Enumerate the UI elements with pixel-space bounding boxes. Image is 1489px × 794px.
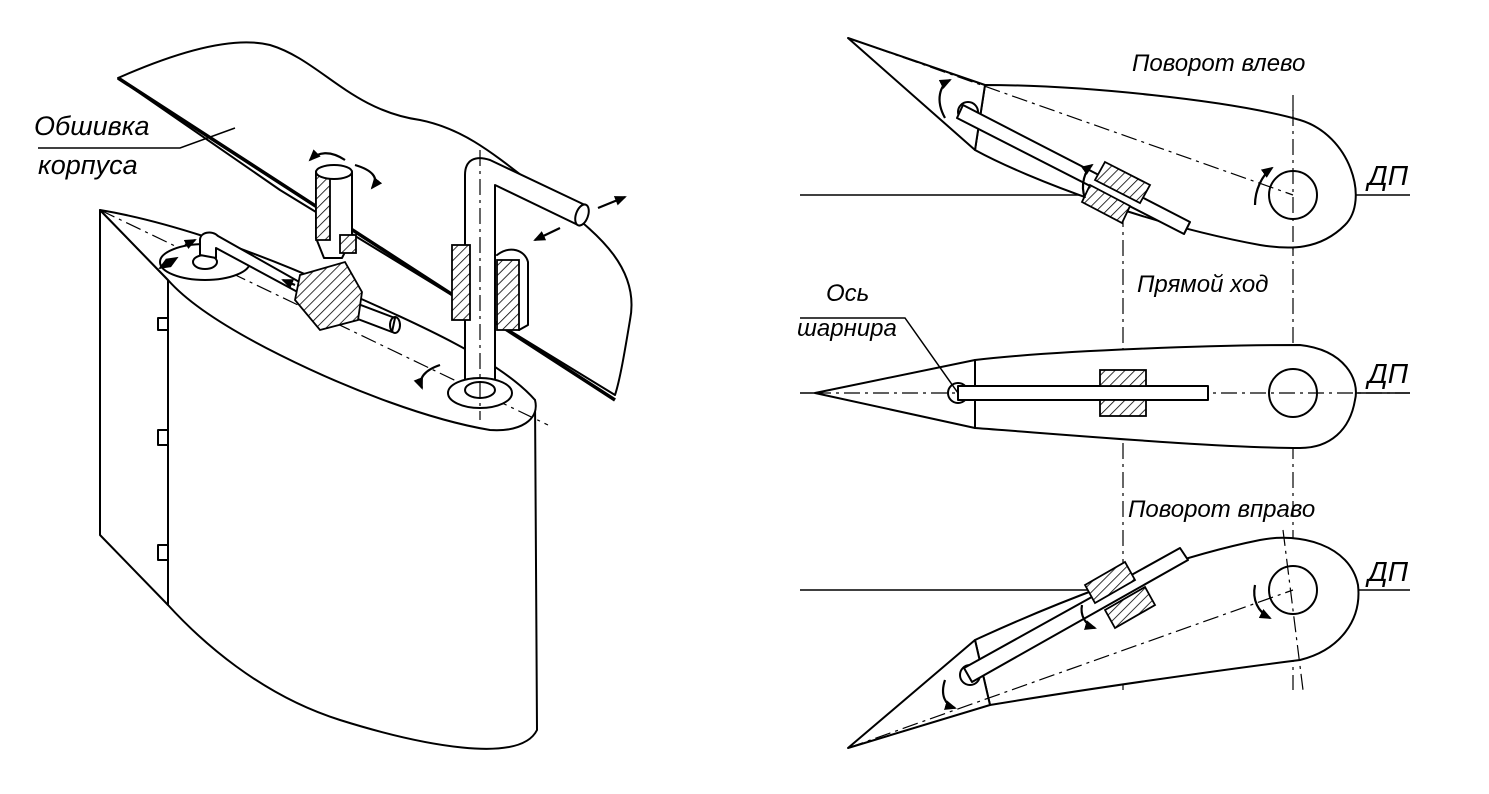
chord-line (847, 37, 1294, 196)
motion-arrow (597, 195, 627, 210)
hull-plating-edge (117, 76, 616, 402)
slider-block-top (1099, 369, 1147, 387)
guide-collar (339, 234, 357, 254)
rotation-arrow (1080, 163, 1094, 199)
hinge-axis-label-line2: шарнира (797, 315, 897, 342)
linkage-rod-end (389, 316, 401, 334)
rotation-arrow (1253, 584, 1272, 619)
rotation-arrow (1253, 166, 1274, 206)
rotation-arrow (1080, 604, 1097, 630)
isometric-rudder-view (38, 41, 633, 750)
stock-bearing-right (496, 259, 520, 331)
rotation-arrow (413, 363, 441, 390)
stock-bearing-housing (496, 248, 529, 331)
tiller-bar (957, 385, 1209, 401)
flap-outline (847, 639, 991, 749)
slider-block-bottom (1099, 399, 1147, 417)
motion-arrow (281, 278, 296, 289)
plan-turn-right (800, 529, 1410, 749)
hinge-notch (157, 544, 169, 561)
motion-arrow (533, 227, 561, 241)
slider-block-top (1083, 560, 1137, 605)
straight-ahead-label: Прямой ход (1137, 271, 1269, 298)
center-plane-label-middle: ДП (1368, 358, 1409, 389)
center-plane-label-bottom: ДП (1368, 556, 1409, 587)
slider-block (294, 260, 363, 332)
tiller-stock (464, 157, 586, 386)
rotation-arrow (354, 163, 383, 190)
flap-outline (847, 37, 986, 151)
turn-right-label: Поворот вправо (1128, 496, 1316, 523)
hinge-axis-label-line1: Ось (826, 280, 870, 307)
hinge-notch (157, 429, 169, 446)
stock-circle (1268, 565, 1318, 615)
motion-arrow (158, 256, 179, 270)
slider-block-top (1093, 160, 1152, 205)
plan-straight (800, 317, 1410, 449)
motion-arrow (183, 239, 197, 249)
stock-bearing-left (451, 244, 471, 321)
center-plane-label-top: ДП (1368, 160, 1409, 191)
hinge-leader-line (800, 317, 959, 394)
slider-block-bottom (1103, 585, 1157, 630)
rotation-arrow (938, 79, 952, 119)
hinge-notch (157, 317, 169, 331)
stock-circle (1268, 368, 1318, 418)
plating-leader-line (38, 127, 236, 149)
chord-line (847, 589, 1294, 749)
hull-plating-label-line2: корпуса (38, 150, 138, 180)
guide-post-top (315, 164, 353, 180)
hull-plating-label-line1: Обшивка (34, 111, 150, 141)
plan-turn-left (800, 37, 1410, 250)
rotation-arrow (941, 679, 957, 710)
rotation-arrow (308, 149, 346, 162)
turn-left-label: Поворот влево (1132, 50, 1306, 77)
stock-axis (1282, 529, 1304, 691)
guide-post-section (315, 171, 331, 241)
flap-outline (814, 359, 976, 429)
tiller-end (574, 203, 590, 227)
